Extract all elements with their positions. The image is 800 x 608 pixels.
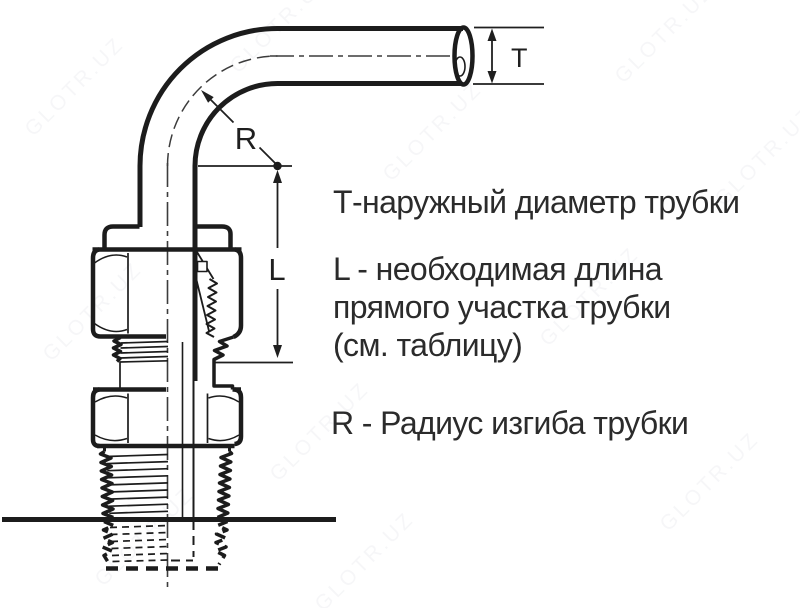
fitting-nut [90, 224, 244, 340]
fitting-neck-threads [111, 335, 235, 390]
arrow-down-icon [487, 71, 497, 84]
arrow-up-icon [487, 28, 497, 41]
tube-bore-edge [454, 56, 466, 77]
legend-l-line2: прямого участка трубки [333, 289, 671, 325]
dimension-t: T [473, 26, 544, 85]
r-label: R [235, 121, 257, 156]
legend-t-definition: Т-наружный диаметр трубки [333, 184, 740, 220]
arrow-down-icon [273, 345, 282, 358]
hidden-threads [100, 519, 229, 571]
bend-radius-arc [166, 55, 278, 167]
arrow-up-left-icon [201, 90, 214, 103]
hidden-tube-end [171, 521, 195, 562]
legend-l-line3: (см. таблицу) [333, 327, 523, 363]
dimension-r: R [201, 90, 282, 171]
legend-r-definition: R - Радиус изгиба трубки [331, 405, 689, 441]
tube-end [452, 25, 475, 87]
l-label: L [268, 252, 285, 287]
arrow-up-icon [273, 170, 282, 183]
legend-l-line1: L - необходимая длина [333, 251, 663, 287]
t-label: T [511, 43, 528, 73]
male-thread [98, 450, 234, 520]
ferrule-detail [195, 251, 218, 338]
fitting-body [90, 387, 244, 452]
dimension-l: L [198, 165, 293, 364]
